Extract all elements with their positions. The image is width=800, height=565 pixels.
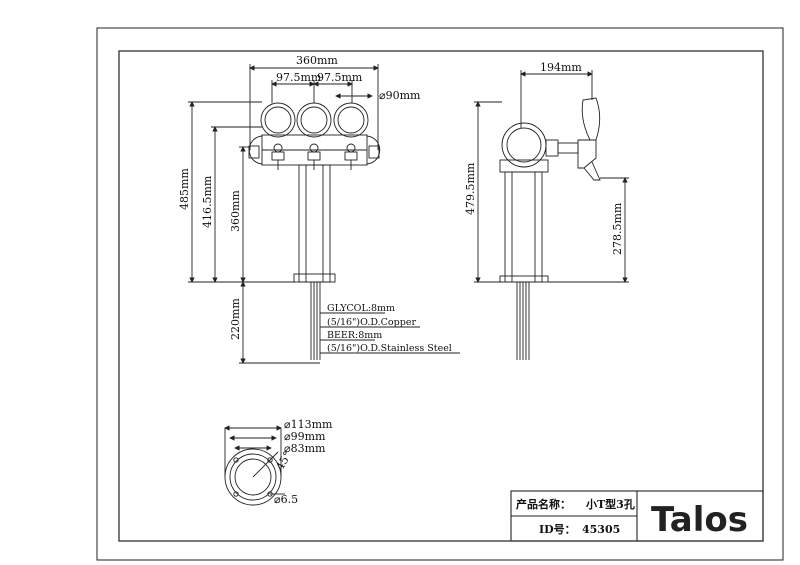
dim-side-tap-height: 278.5mm: [611, 202, 624, 255]
title-product-name: 小T型3孔: [585, 497, 635, 511]
title-id-value: 45305: [582, 523, 620, 536]
dim-base-inner: ⌀83mm: [284, 442, 326, 455]
brand-name: Talos: [651, 500, 748, 540]
title-id-label: ID号：: [539, 523, 576, 536]
dim-tap-spacing-right: 97.5mm: [317, 71, 363, 84]
dim-base-outer: ⌀113mm: [284, 418, 333, 431]
dim-tap-spacing-left: 97.5mm: [276, 71, 322, 84]
note-glycol: GLYCOL:8mm: [327, 303, 395, 314]
dim-below-height: 220mm: [229, 298, 242, 340]
talos-logo: Talos: [651, 500, 748, 540]
dim-base-mid: ⌀99mm: [284, 430, 326, 443]
title-block: [510, 490, 764, 542]
front-view: [188, 64, 460, 364]
dim-overall-width: 360mm: [296, 54, 338, 67]
side-view: [474, 70, 629, 360]
inner-frame: [118, 50, 764, 542]
note-glycol-spec: (5/16")O.D.Copper: [327, 317, 416, 328]
outer-frame: [96, 27, 784, 561]
dim-ring-height: 416.5mm: [201, 175, 214, 228]
dim-side-total-height: 479.5mm: [464, 162, 477, 215]
dim-side-depth: 194mm: [540, 61, 582, 74]
dim-column-height: 360mm: [229, 190, 242, 232]
title-product-label: 产品名称：: [516, 497, 571, 511]
note-beer-spec: (5/16")O.D.Stainless Steel: [327, 343, 452, 354]
note-beer: BEER:8mm: [327, 330, 382, 341]
base-view: [224, 425, 285, 506]
dim-base-hole: ⌀6.5: [274, 493, 298, 506]
dim-total-height: 485mm: [178, 168, 191, 210]
dim-ring-diameter: ⌀90mm: [379, 89, 421, 102]
